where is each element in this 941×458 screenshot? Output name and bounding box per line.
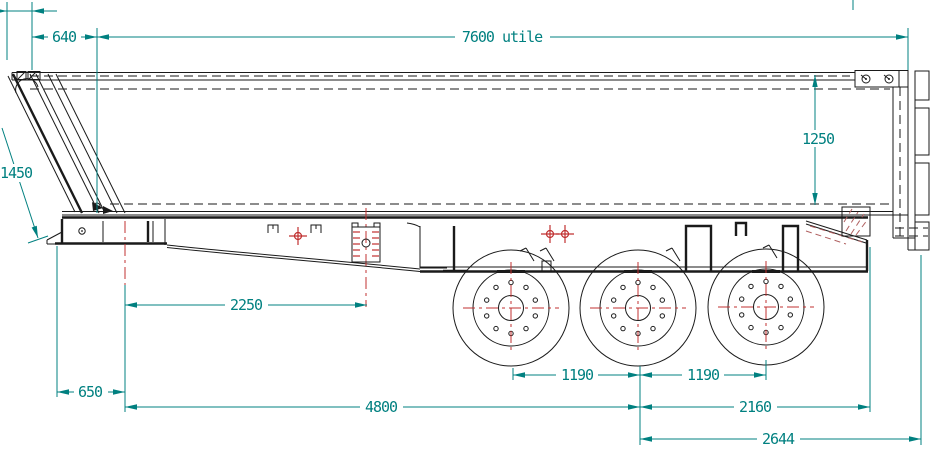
dimension-layer: 640 7600 utile 1250 1450 [0, 0, 922, 448]
dim-7600-label: 7600 utile [462, 28, 543, 46]
dim-2160: 2160 [640, 247, 871, 416]
axle-lift-bracket [351, 208, 381, 307]
mid-support [406, 222, 467, 273]
dim-1450: 1450 [0, 127, 49, 244]
gooseneck-kingpin [46, 219, 167, 303]
dim-1190-left-label: 1190 [561, 366, 594, 384]
pivot-markers [289, 225, 574, 245]
pivot-marker [289, 227, 307, 245]
dim-640-label: 640 [52, 28, 77, 46]
dim-640: 640 [32, 28, 98, 213]
dim-650-label: 650 [78, 383, 103, 401]
pivot-marker [556, 225, 574, 243]
dim-650: 650 [56, 246, 125, 401]
chassis-frame [166, 220, 869, 273]
front-wall [7, 73, 126, 214]
dim-1190-left: 1190 [512, 366, 641, 445]
trailer-drawing [7, 70, 930, 367]
dim-1190-right: 1190 [640, 360, 767, 384]
dim-1450-label: 1450 [0, 164, 33, 182]
dim-unlabeled-top-left [0, 0, 854, 70]
rear-hinge-bracket [841, 206, 871, 237]
body-floor [62, 203, 908, 219]
dim-1250: 1250 [798, 75, 838, 205]
dim-2250-label: 2250 [230, 296, 263, 314]
dim-7600-utile: 7600 utile [97, 28, 909, 70]
dim-2250: 2250 [124, 285, 367, 412]
dim-2160-label: 2160 [739, 398, 772, 416]
body-top-rail [11, 71, 890, 94]
wheel-3 [707, 248, 825, 366]
dim-4800-label: 4800 [365, 398, 398, 416]
tailgate [892, 70, 930, 251]
dim-1250-label: 1250 [802, 130, 835, 148]
dim-1190-right-label: 1190 [687, 366, 720, 384]
top-hinge-plate [854, 70, 909, 88]
dim-2644-label: 2644 [762, 430, 795, 448]
dim-2644: 2644 [640, 255, 922, 448]
